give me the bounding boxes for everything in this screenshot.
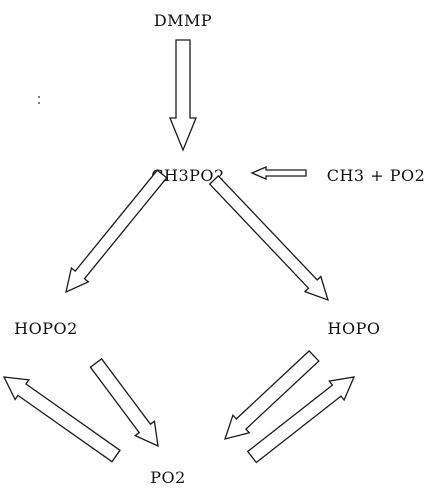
arrow-ch3-po2-to-ch3po2 xyxy=(250,166,307,180)
scan-speck xyxy=(38,96,40,98)
arrow-ch3po2-to-hopo xyxy=(208,174,330,302)
node-hopo2: HOPO2 xyxy=(14,319,78,338)
arrow-po2-to-hopo xyxy=(246,376,356,464)
arrow-ch3po2-to-hopo2 xyxy=(65,169,168,294)
arrow-po2-to-hopo2 xyxy=(2,376,121,463)
scan-speck xyxy=(38,102,40,104)
arrow-hopo2-to-po2 xyxy=(89,357,159,448)
node-dmmp: DMMP xyxy=(154,11,212,30)
arrows-group xyxy=(2,39,356,464)
arrow-dmmp-to-ch3po2 xyxy=(169,39,197,152)
arrow-hopo-to-po2 xyxy=(224,349,320,440)
node-po2: PO2 xyxy=(150,468,186,487)
node-ch3po2: CH3PO2 xyxy=(151,166,224,185)
node-ch3-plus-po2: CH3 + PO2 xyxy=(327,166,426,185)
node-hopo: HOPO xyxy=(328,319,381,338)
